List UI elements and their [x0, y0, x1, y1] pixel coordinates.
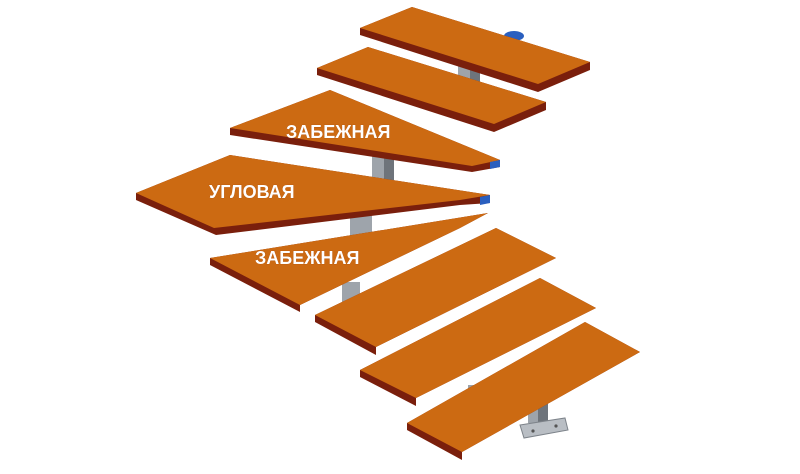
tread-corner [136, 155, 490, 235]
label-corner: УГЛОВАЯ [209, 182, 295, 202]
tread-winder-bottom [210, 213, 488, 312]
tread-winder-top [230, 90, 500, 172]
tread-6 [315, 228, 556, 355]
label-winder-bottom: ЗАБЕЖНАЯ [255, 248, 359, 268]
base-plate [519, 417, 569, 439]
tread-7 [360, 278, 596, 406]
label-winder-top: ЗАБЕЖНАЯ [286, 122, 390, 142]
tread-1 [360, 7, 590, 92]
tread-2 [317, 47, 546, 132]
tread-8 [407, 322, 640, 460]
